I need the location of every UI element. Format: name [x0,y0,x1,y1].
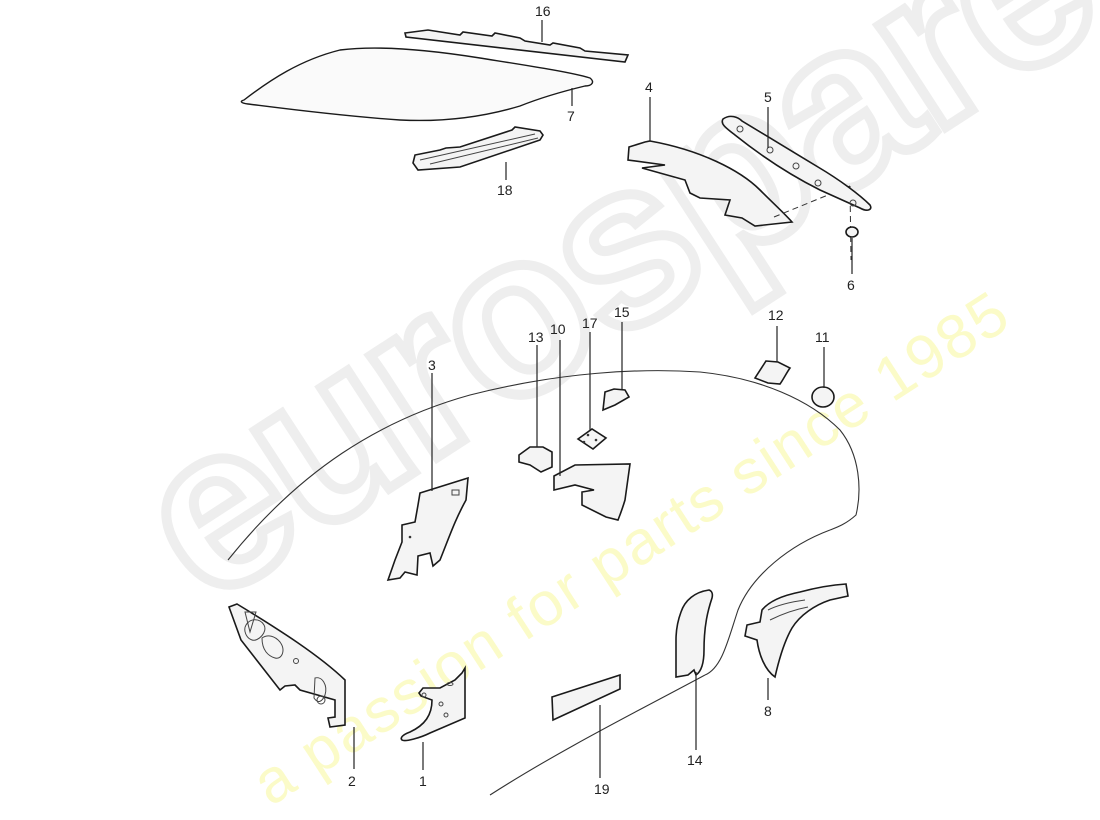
callout-18: 18 [497,182,513,198]
callout-1: 1 [419,773,427,789]
parts-diagram: eurospares a passion for parts since 198… [87,0,1100,819]
part-8-wheel-liner[interactable]: 8 [744,583,849,719]
part-14-pad[interactable]: 14 [675,589,714,768]
callout-12: 12 [768,307,784,323]
part-13-block[interactable]: 13 [518,329,553,473]
callout-8: 8 [764,703,772,719]
callout-16: 16 [535,3,551,19]
part-6-nut[interactable]: 6 [845,226,859,293]
part-19-strip[interactable]: 19 [551,673,621,797]
part-18-tray[interactable]: 18 [412,126,544,198]
callout-14: 14 [687,752,703,768]
diagram-canvas: 16 7 18 4 [227,3,872,797]
car-body-outline [227,370,860,796]
part-15-block[interactable]: 15 [602,304,631,412]
part-5-bracket[interactable]: 5 [721,89,872,211]
callout-2: 2 [348,773,356,789]
part-16-strip[interactable]: 16 [404,3,630,63]
part-1-panel[interactable]: 1 [400,665,466,789]
part-11-plug[interactable]: 11 [811,329,835,408]
part-10-wedge[interactable]: 10 [550,321,631,521]
callout-6: 6 [847,277,855,293]
callout-7: 7 [567,108,575,124]
callout-17: 17 [582,315,598,331]
callout-11: 11 [815,329,830,345]
part-12-pad[interactable]: 12 [753,307,792,385]
part-2-panel[interactable]: 2 [227,603,356,789]
callout-19: 19 [594,781,610,797]
part-17-plate[interactable]: 17 [576,315,608,450]
part-3-panel[interactable]: 3 [386,357,469,582]
callout-5: 5 [764,89,772,105]
callout-15: 15 [614,304,630,320]
part-7-roof-liner[interactable]: 7 [240,47,594,124]
callout-10: 10 [550,321,566,337]
callout-3: 3 [428,357,436,373]
callout-4: 4 [645,79,653,95]
callout-13: 13 [528,329,544,345]
